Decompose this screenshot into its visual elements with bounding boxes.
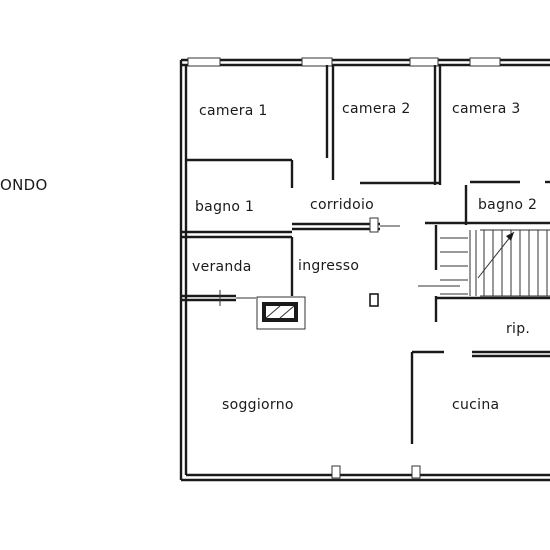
top-windows xyxy=(187,57,501,67)
interior-walls xyxy=(181,65,550,444)
room-label-veranda: veranda xyxy=(192,259,252,275)
bottom-windows xyxy=(331,465,421,479)
room-label-camera1: camera 1 xyxy=(199,103,268,119)
floor-label: ONDO xyxy=(0,176,48,194)
staircase xyxy=(440,229,550,297)
room-label-bagno2: bagno 2 xyxy=(478,197,538,213)
room-label-rip: rip. xyxy=(506,321,531,337)
room-label-soggiorno: soggiorno xyxy=(222,397,294,413)
room-label-camera3: camera 3 xyxy=(452,101,521,117)
room-label-cucina: cucina xyxy=(452,397,500,413)
room-label-bagno1: bagno 1 xyxy=(195,199,255,215)
room-label-camera2: camera 2 xyxy=(342,101,411,117)
room-label-corridoio: corridoio xyxy=(310,197,375,213)
room-label-ingresso: ingresso xyxy=(298,258,360,274)
